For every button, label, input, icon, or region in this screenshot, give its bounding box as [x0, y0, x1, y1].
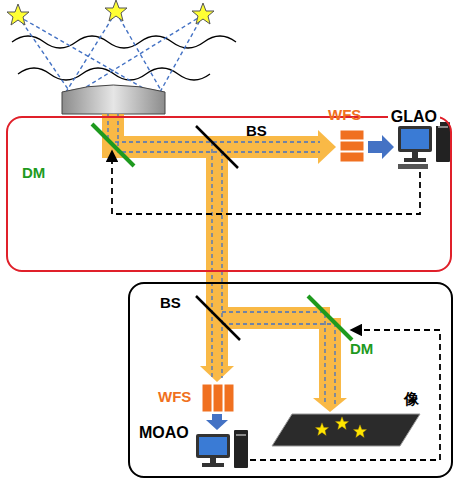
dm-label: DM: [22, 164, 45, 181]
region-title: MOAO: [136, 424, 192, 442]
star-images: [315, 417, 366, 438]
dm-label: DM: [350, 340, 373, 357]
feedback-line: [112, 152, 420, 214]
deformable-mirror: [92, 124, 134, 166]
guide-stars: [7, 0, 214, 25]
region-title: GLAO: [388, 108, 440, 126]
bs-label: BS: [246, 122, 267, 139]
signal-arrow: [206, 414, 228, 430]
feedback-line: [250, 330, 440, 460]
star-rays: [18, 12, 203, 92]
bs-label: BS: [160, 294, 181, 311]
deformable-mirror: [308, 296, 352, 340]
moao-region: MOAO: [128, 282, 453, 478]
wavefront-sensor: [340, 130, 364, 162]
turbulence-layer: [12, 36, 236, 80]
beam-splitter: [196, 296, 240, 340]
wfs-label: WFS: [158, 388, 191, 405]
image-label: 像: [404, 390, 419, 407]
primary-mirror: [62, 85, 165, 114]
computer: [398, 122, 450, 169]
beam-splitter: [196, 126, 238, 168]
light-beam: [102, 114, 347, 412]
wavefront-sensor: [202, 384, 234, 412]
beam-rays: [108, 114, 335, 405]
signal-arrow: [368, 135, 394, 159]
wfs-label: WFS: [328, 106, 361, 123]
computer: [196, 430, 248, 468]
image-plane: [272, 414, 420, 446]
glao-region: GLAO: [6, 116, 452, 272]
